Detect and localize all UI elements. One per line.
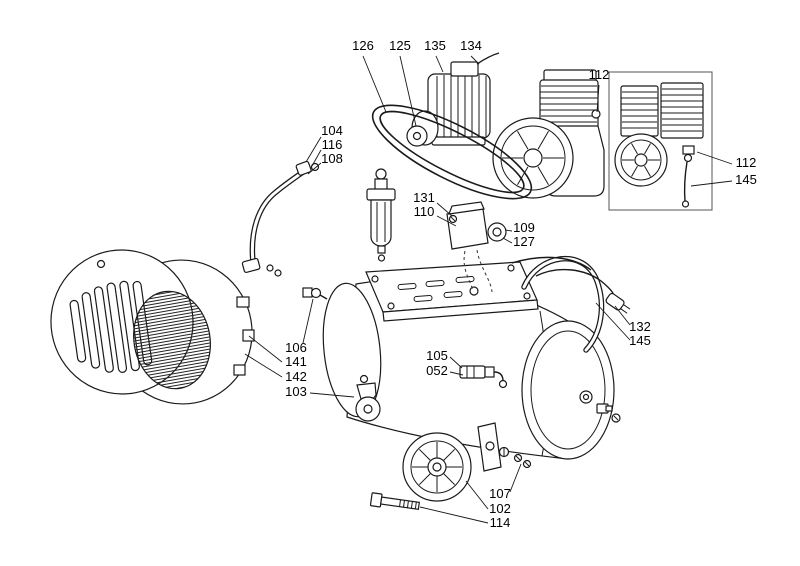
pump-unit [492, 69, 605, 199]
part-label-110: 110 [414, 204, 435, 219]
tank-plugs [596, 403, 621, 423]
filter-regulator [366, 168, 396, 262]
leader-line-135 [435, 55, 444, 73]
part-label-125: 125 [389, 38, 411, 53]
leader-line-103 [309, 392, 355, 398]
part-label-135: 135 [424, 38, 446, 53]
leader-line-131 [436, 202, 453, 217]
part-label-108: 108 [321, 151, 343, 166]
detail-inset [608, 71, 713, 211]
leader-line-052 [449, 371, 464, 376]
inset-dipstick [683, 161, 688, 203]
part-label-109: 109 [513, 220, 535, 235]
wheel [402, 422, 502, 502]
part-label-107: 107 [489, 486, 511, 501]
axle-bolt [369, 492, 421, 510]
fan-cover [50, 249, 255, 405]
terminal-box [450, 61, 479, 77]
leader-line-116 [311, 149, 322, 167]
pipe-elbow [295, 160, 312, 176]
filter-bowl [370, 199, 392, 247]
caster-wheel [355, 374, 381, 422]
part-label-052: 052 [426, 363, 448, 378]
part-label-103: 103 [285, 384, 307, 399]
part-label-131: 131 [413, 190, 435, 205]
outlet-valve [459, 365, 508, 389]
fan-grille [133, 290, 211, 390]
leader-line-145 [595, 302, 631, 341]
leader-line-104 [305, 136, 322, 163]
air-tank [322, 278, 615, 460]
part-label-142: 142 [285, 369, 307, 384]
check-valve-fitting [302, 287, 328, 300]
inset-frame [608, 71, 713, 211]
part-label-145: 145 [735, 172, 757, 187]
pipe-bracket [241, 257, 261, 274]
leader-line-112 [696, 151, 733, 165]
pump-fitting [591, 109, 601, 119]
handle [521, 255, 605, 353]
leader-line-132 [614, 305, 631, 326]
leader-line-112 [596, 84, 600, 113]
motor-cable [476, 52, 500, 65]
drain-and-screws [498, 446, 532, 469]
leader-line-125 [399, 55, 417, 127]
electric-motor [406, 52, 500, 147]
leader-line-109 [504, 229, 513, 232]
inset-fitting [682, 145, 695, 155]
power-plug [605, 292, 631, 314]
part-label-145: 145 [629, 333, 651, 348]
leader-line-142 [244, 353, 283, 378]
leader-line-114 [419, 506, 489, 524]
leader-line-126 [362, 55, 387, 113]
tank-right-cap [521, 320, 615, 460]
part-label-105: 105 [426, 348, 448, 363]
leader-line-106 [302, 298, 314, 344]
leader-line-134 [470, 55, 480, 65]
leader-line-110 [436, 215, 457, 227]
part-label-114: 114 [490, 515, 511, 530]
drive-belt [371, 104, 533, 200]
leader-line-102 [465, 480, 489, 510]
part-label-134: 134 [460, 38, 482, 53]
leader-line-108 [307, 162, 322, 175]
part-label-132: 132 [629, 319, 651, 334]
leader-line-141 [248, 335, 283, 363]
part-label-102: 102 [489, 501, 511, 516]
part-label-112: 112 [589, 67, 610, 82]
part-label-106: 106 [285, 340, 307, 355]
part-label-104: 104 [321, 123, 343, 138]
part-label-127: 127 [513, 234, 535, 249]
leader-line-105 [449, 356, 463, 369]
part-label-116: 116 [322, 137, 343, 152]
power-cord [511, 256, 631, 314]
pipe-screw [310, 162, 320, 172]
part-label-112: 112 [736, 155, 757, 170]
pipe-assembly [241, 160, 320, 277]
mounting-platform [365, 261, 539, 322]
part-label-141: 141 [285, 354, 307, 369]
inset-cylinder-right [660, 82, 704, 139]
leader-line-127 [502, 237, 513, 244]
leader-line-107 [509, 463, 522, 493]
part-label-126: 126 [352, 38, 374, 53]
leader-line-145 [690, 180, 733, 187]
pressure-switch [446, 201, 507, 293]
